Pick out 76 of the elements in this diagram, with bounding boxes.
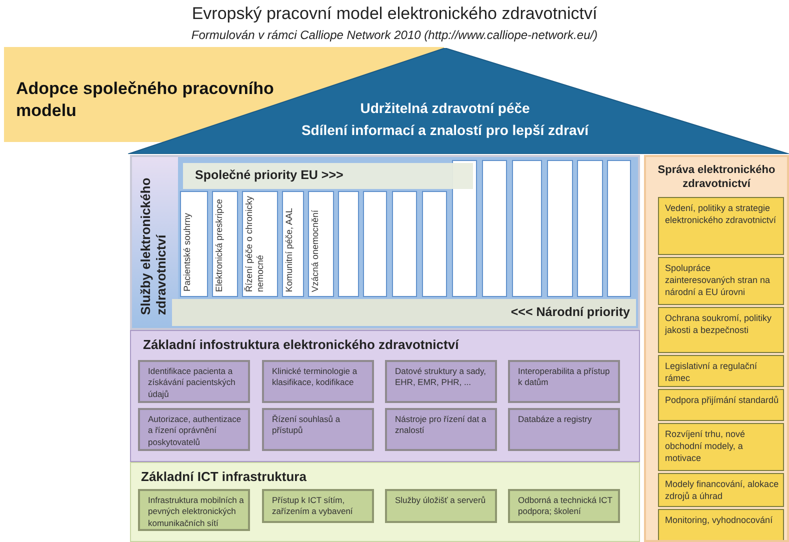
- adoption-label: Adopce společného pracovního modelu: [16, 78, 275, 122]
- services-panel: [130, 155, 640, 330]
- priority-band: [172, 299, 636, 326]
- ict-box: [508, 489, 620, 523]
- priority-label: Společné priority EU >>>: [195, 168, 344, 182]
- roof-text: Sdílení informací a znalostí pro lepší zdraví: [300, 122, 590, 138]
- governance-box: [658, 423, 784, 471]
- box-text: Databáze a registry: [518, 414, 593, 426]
- box-text: Řízení souhlasů a přístupů: [272, 414, 342, 437]
- infostructure-box: [262, 408, 374, 451]
- box-text: Nástroje pro řízení dat a znalostí: [395, 414, 488, 437]
- pillar-column: [212, 191, 238, 297]
- governance-box: [658, 197, 784, 255]
- priority-band: [183, 163, 473, 189]
- pillar-label: Komunitní péče, AAL: [284, 208, 295, 292]
- box-text: Legislativní a regulační rámec: [665, 360, 758, 384]
- pillar-column: [422, 191, 447, 297]
- diagram-title: Evropský pracovní model elektronického zdravotnictví: [190, 4, 598, 24]
- infostructure-box: [138, 408, 250, 451]
- section-heading: Základní ICT infrastruktura: [141, 469, 306, 484]
- ict-box: [262, 489, 374, 523]
- roof-text: Udržitelná zdravotní péče: [359, 100, 531, 116]
- pillar-column: [392, 191, 417, 297]
- pillar-column: [180, 191, 208, 297]
- box-text: Monitoring, vyhodnocování: [665, 514, 774, 526]
- pillar-column: [512, 160, 542, 297]
- box-text: Infrastruktura mobilních a pevných elektronických komunikačních sítí: [148, 495, 244, 530]
- ict-box: [138, 489, 250, 531]
- box-text: Modely financování, alokace zdrojů a úhrad: [665, 478, 780, 502]
- box-text: Přístup k ICT sítím, zařízením a vybavení: [272, 495, 354, 518]
- box-text: Ochrana soukromí, politiky jakosti a bezpečnosti: [665, 312, 773, 336]
- box-text: Interoperabilita a přístup k datům: [518, 366, 611, 389]
- governance-box: [658, 509, 784, 540]
- pillar-label: Elektronická preskripce: [214, 198, 225, 292]
- pillar-column: [607, 160, 631, 297]
- pillar-column: [308, 191, 334, 297]
- ict-panel: [130, 462, 640, 542]
- section-heading: Správa elektronického zdravotnictví: [656, 163, 776, 192]
- infostructure-box: [508, 360, 620, 403]
- box-text: Podpora přijímání standardů: [665, 394, 780, 406]
- box-text: Identifikace pacienta a získávání pacientských údajů: [148, 366, 236, 400]
- box-text: Služby úložišť a serverů: [395, 495, 487, 506]
- subtitle-text: Formulován v rámci Calliope Network 2010 (http://www.calliope-network.eu/): [190, 28, 599, 42]
- pillar-column: [482, 160, 507, 297]
- section-heading: Služby elektronického zdravotnictví: [138, 176, 170, 315]
- box-text: Spolupráce zainteresovaných stran na národní a EU úrovni: [665, 262, 772, 298]
- infostructure-box: [138, 360, 250, 403]
- box-text: Autorizace, authentizace a řízení oprávnění poskytovatelů: [148, 414, 242, 448]
- pillar-label: Vzácná onemocnění: [310, 210, 321, 292]
- priority-label: <<< Národní priority: [510, 305, 630, 319]
- pillar-column: [282, 191, 304, 297]
- section-heading: Základní infostruktura elektronického zdravotnictví: [143, 337, 459, 352]
- governance-box: [658, 307, 784, 353]
- box-text: Datové struktury a sady, EHR, EMR, PHR, ...: [395, 366, 488, 389]
- pillar-column: [242, 191, 278, 297]
- pillar-column: [338, 191, 359, 297]
- governance-box: [658, 355, 784, 387]
- pillar-column: [363, 191, 387, 297]
- box-text: Odborná a technická ICT podpora; školení: [518, 495, 614, 518]
- pillar-column: [577, 160, 603, 297]
- box-text: Klinické terminologie a klasifikace, kodifikace: [272, 366, 358, 389]
- pillar-label: Řízení péče o chronicky nemocné: [244, 194, 266, 292]
- infostructure-box: [262, 360, 374, 403]
- box-text: Rozvíjení trhu, nové obchodní modely, a motivace: [665, 428, 746, 464]
- governance-panel: [644, 155, 789, 542]
- pillar-column: [547, 160, 573, 297]
- governance-box: [658, 473, 784, 507]
- infostructure-box: [385, 360, 497, 403]
- box-text: Vedení, politiky a strategie elektronického zdravotnictví: [665, 202, 778, 226]
- governance-box: [658, 257, 784, 305]
- infostructure-box: [385, 408, 497, 451]
- ict-box: [385, 489, 497, 523]
- infostructure-panel: [130, 330, 640, 462]
- pillar-label: Pacientské souhrny: [182, 213, 193, 292]
- governance-box: [658, 389, 784, 421]
- infostructure-box: [508, 408, 620, 451]
